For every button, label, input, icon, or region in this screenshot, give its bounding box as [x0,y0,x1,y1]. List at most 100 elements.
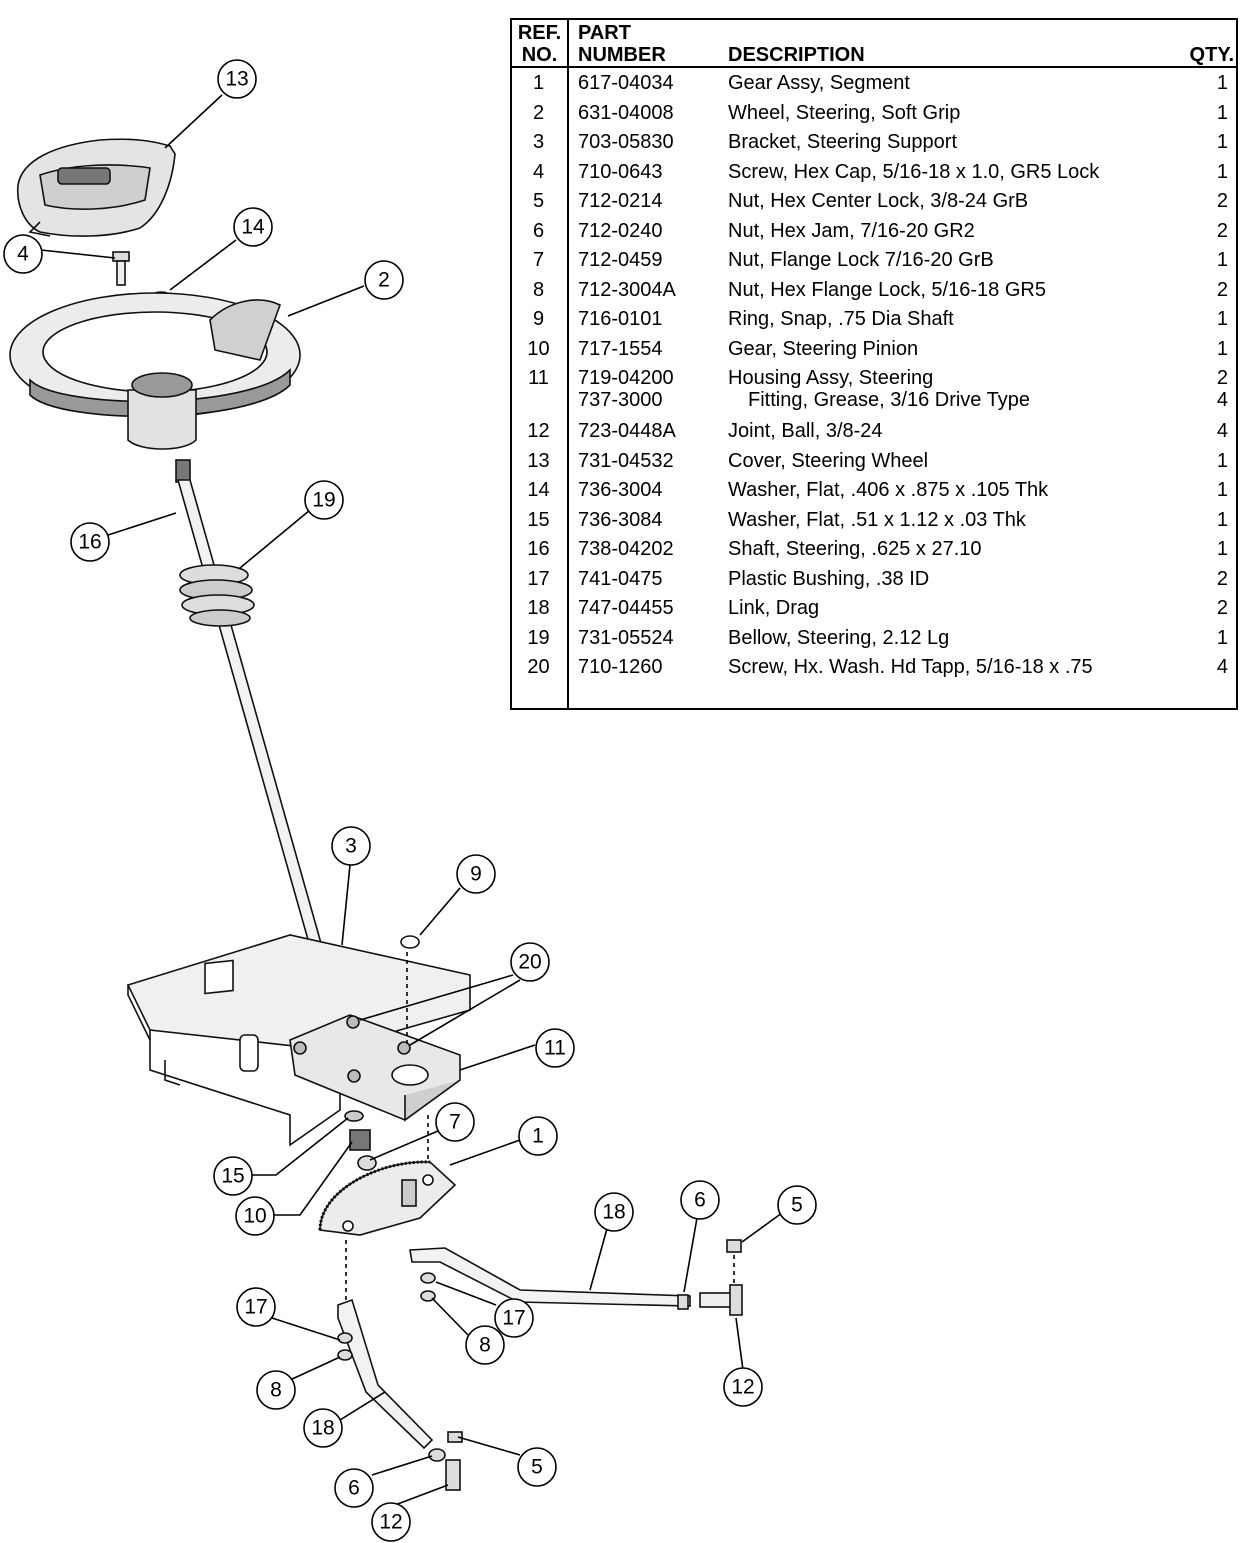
table-cell-qty: 1 [1216,626,1228,649]
table-cell-description: Screw, Hex Cap, 5/16-18 x 1.0, GR5 Lock [728,160,1100,183]
table-cell-part-number: 712-0214 [578,190,663,212]
svg-text:5: 5 [791,1194,803,1217]
table-cell-ref: 10 [527,337,550,360]
table-cell-qty: 1 [1216,538,1228,560]
callout-16: 16 [70,522,110,562]
svg-text:15: 15 [221,1165,244,1188]
table-cell-part-number: 723-0448A [578,420,676,442]
table-cell-ref: 5 [532,190,545,212]
table-cell-ref: 15 [527,508,550,531]
svg-text:16: 16 [78,531,101,554]
header-part-line2: NUMBER [578,44,666,66]
table-cell-part-number: 717-1554 [578,337,663,360]
hex-cap-screw [112,251,130,286]
header-qty: QTY. [1189,44,1234,66]
table-cell-ref: 1 [532,72,545,94]
callout-11: 11 [535,1028,575,1068]
table-cell-part-number: 716-0101 [578,308,663,330]
svg-text:12: 12 [379,1511,402,1534]
flat-washer-15 [344,1110,364,1122]
table-cell-ref: 8 [532,278,545,301]
table-cell-part-number: 738-04202 [578,538,674,560]
table-cell-ref: 18 [527,597,550,619]
table-cell-ref: 11 [528,367,549,389]
callout-1: 1 [518,1116,558,1156]
svg-text:13: 13 [225,68,248,91]
header-ref: REF. NO. [512,22,567,66]
callout-13: 13 [217,59,257,99]
table-cell-qty: 1 [1216,479,1228,501]
table-cell-ref: 12 [527,420,550,442]
svg-text:18: 18 [311,1417,334,1440]
table-cell-description: Washer, Flat, .406 x .875 x .105 Thk [728,479,1049,501]
callout-20: 20 [510,942,550,982]
table-cell-qty: 1 [1216,160,1228,183]
steering-wheel-cover [16,138,176,237]
table-cell-ref: 3 [532,131,545,153]
table-cell-ref: 7 [532,249,545,271]
table-cell-ref: 19 [527,626,550,649]
leader-lines [40,94,787,1506]
table-cell-part-number: 710-1260 [578,656,663,678]
table-cell-description: Plastic Bushing, .38 ID [728,567,930,590]
callout-17-right: 17 [494,1298,534,1338]
callout-3: 3 [331,826,371,866]
callout-2: 2 [364,260,404,300]
table-cell-ref: 17 [527,567,550,590]
table-cell-part-number: 731-04532 [578,449,674,472]
table-cell-qty: 1 [1216,449,1228,472]
table-cell-description: Gear Assy, Segment [728,72,910,94]
table-cell-description: Washer, Flat, .51 x 1.12 x .03 Thk [728,508,1026,531]
table-cell-description: Nut, Flange Lock 7/16-20 GrB [728,249,994,271]
table-cell-qty: 2 [1216,190,1228,212]
header-part-line1: PART [578,22,631,44]
table-cell-qty: 2 [1216,219,1228,242]
steering-bellow [179,564,255,627]
header-ref-line2: NO. [521,44,558,66]
header-ref-line1: REF. [517,22,562,44]
table-cell-qty: 1 [1216,72,1228,94]
svg-text:11: 11 [544,1037,566,1060]
table-cell-qty: 1 [1216,101,1228,124]
drag-link-right [409,1239,743,1316]
table-cell-description: Wheel, Steering, Soft Grip [728,101,961,124]
callout-5-right: 5 [777,1185,817,1225]
table-cell-qty: 2 [1216,597,1228,619]
table-cell-description: Ring, Snap, .75 Dia Shaft [728,308,954,330]
table-cell-qty: 1 [1216,508,1228,531]
table-cell-part-number: 736-3004 [578,479,663,501]
table-cell-description: Nut, Hex Center Lock, 3/8-24 GrB [728,190,1029,212]
header-description: DESCRIPTION [728,44,865,66]
svg-text:19: 19 [312,489,335,512]
svg-text:2: 2 [378,269,390,292]
callout-18-left: 18 [303,1408,343,1448]
table-cell-description: Bracket, Steering Support [728,131,958,153]
svg-text:4: 4 [17,243,29,266]
table-cell-qty: 2 [1216,278,1228,301]
table-cell-part-number: 736-3084 [578,508,663,531]
callout-12-left: 12 [371,1502,411,1542]
callout-9: 9 [456,854,496,894]
table-cell-part-number: 747-04455 [578,597,674,619]
table-cell-description: Cover, Steering Wheel [728,449,929,472]
table-cell-description: Shaft, Steering, .625 x 27.10 [728,538,982,560]
segment-gear [318,1160,457,1236]
svg-text:7: 7 [449,1111,461,1134]
table-cell-description: Gear, Steering Pinion [728,337,919,360]
table-cell-qty: 2 [1216,367,1228,389]
table-cell-ref: 4 [532,160,545,183]
table-cell-description: Housing Assy, Steering [728,367,934,389]
table-cell-qty: 1 [1216,308,1228,330]
svg-text:8: 8 [270,1379,282,1402]
table-cell-ref: 9 [532,308,545,330]
table-cell-part-number: 712-0459 [578,249,663,271]
parts-list-table: REF. NO. PART NUMBER DESCRIPTION QTY. 1 6… [510,18,1238,710]
table-cell-part-number: 631-04008 [578,101,674,124]
svg-text:9: 9 [470,863,482,886]
drag-link-left [337,1298,463,1491]
pinion-gear [349,1129,371,1151]
table-cell-part-number: 617-04034 [578,72,674,94]
table-cell-part-number: 741-0475 [578,567,663,590]
table-cell-description: Nut, Hex Jam, 7/16-20 GR2 [728,219,975,242]
callout-15: 15 [213,1156,253,1196]
